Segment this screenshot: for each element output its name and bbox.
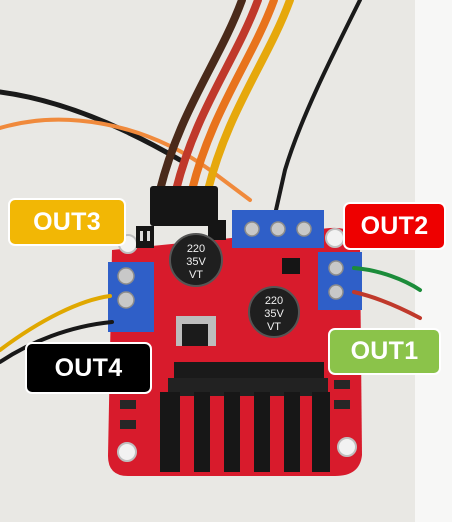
mount-hole-bottom-right — [337, 437, 357, 457]
heatsink — [160, 362, 330, 472]
mount-hole-bottom-left — [117, 442, 137, 462]
out3-label: OUT3 — [8, 198, 126, 246]
terminal-out2 — [318, 252, 362, 310]
background-right-panel — [415, 0, 452, 522]
terminal-top — [232, 210, 324, 248]
jumper — [282, 258, 300, 274]
output-wires — [0, 266, 422, 364]
wire-bundle — [156, 0, 294, 194]
out1-label: OUT1 — [328, 328, 441, 375]
wire-connector — [136, 186, 226, 248]
out4-label: OUT4 — [25, 342, 152, 394]
capacitor-right: 220 35V VT — [248, 286, 300, 338]
mount-hole-top-right — [325, 228, 345, 248]
capacitor-left-line1: 220 — [187, 243, 205, 255]
capacitor-left-line3: VT — [189, 269, 203, 281]
capacitor-right-line1: 220 — [265, 295, 283, 307]
capacitor-left: 220 35V VT — [169, 233, 223, 287]
capacitor-right-line3: VT — [267, 321, 281, 333]
out2-label: OUT2 — [343, 202, 446, 250]
background-wires — [0, 0, 362, 212]
capacitor-left-line2: 35V — [186, 256, 206, 268]
capacitor-right-line2: 35V — [264, 308, 284, 320]
terminal-out3 — [108, 262, 154, 332]
voltage-regulator — [176, 316, 216, 346]
